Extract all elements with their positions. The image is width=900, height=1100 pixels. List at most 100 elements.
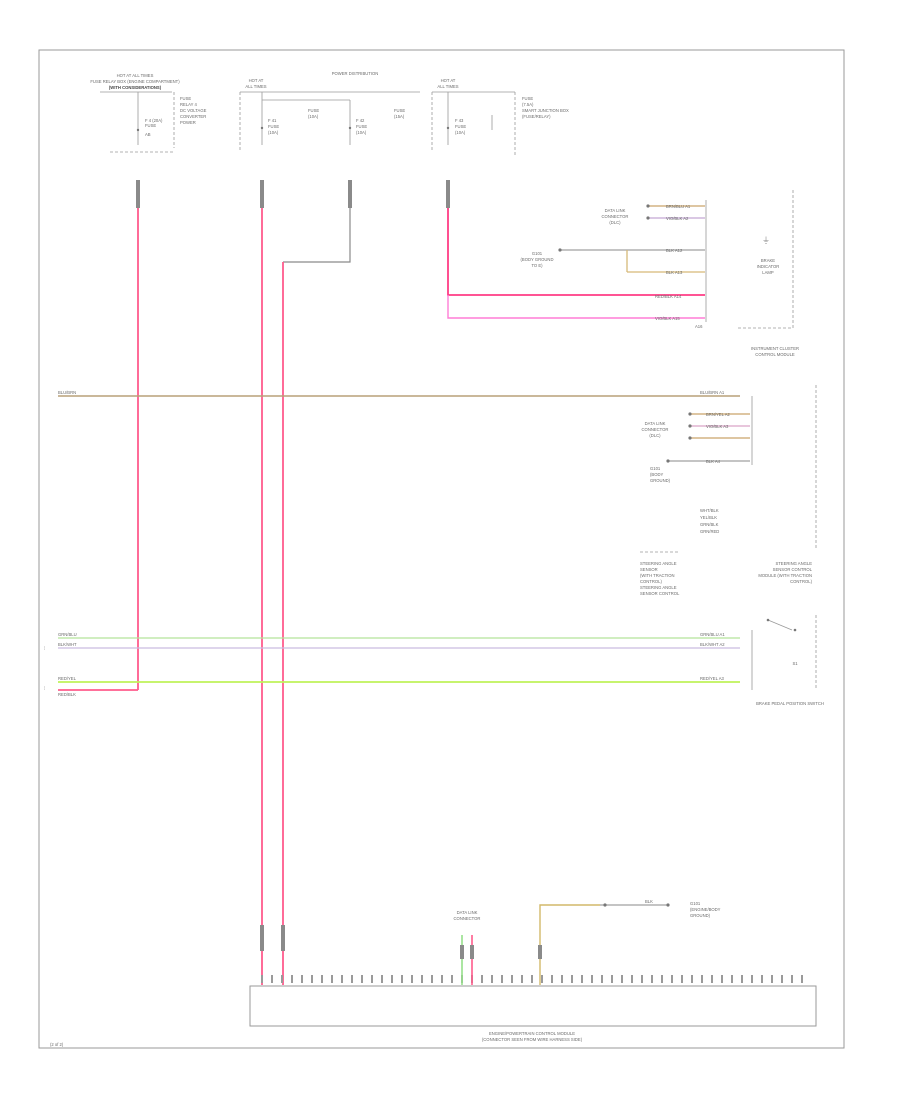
fb2-side-a: FUSE: [308, 108, 319, 113]
svg-text:ALL TIMES: ALL TIMES: [245, 84, 266, 89]
ecm-pin: [261, 975, 263, 983]
svg-text:GRN/BLU A1: GRN/BLU A1: [700, 632, 725, 637]
ecm-pin: [451, 975, 453, 983]
ecm-pin: [391, 975, 393, 983]
ecm-pin: [731, 975, 733, 983]
switch-name: BRAKE PEDAL POSITION SWITCH: [756, 701, 824, 706]
fb3-fuse: F 43: [455, 118, 464, 123]
left-label-5: RED/BLK: [58, 692, 76, 697]
fb2-fuse-a: F 41: [268, 118, 277, 123]
ecm-label-2: (CONNECTOR SEEN FROM WIRE HARNESS SIDE): [482, 1037, 583, 1042]
ic-pin-7: A16: [695, 324, 703, 329]
bm-inputs-label: DATA LINK: [645, 421, 666, 426]
left-label-4: RED/YEL: [58, 676, 77, 681]
svg-text:MODULE (WITH TRACTION: MODULE (WITH TRACTION: [758, 573, 812, 578]
svg-text:FUSE: FUSE: [356, 124, 367, 129]
page-footer: (2 of 2): [50, 1042, 64, 1047]
lamp-icon: ⏚: [762, 236, 770, 245]
svg-text:YEL/BLK: YEL/BLK: [700, 515, 717, 520]
ecm-pin: [561, 975, 563, 983]
svg-text:CONNECTOR: CONNECTOR: [642, 427, 669, 432]
ecm-right-label-1: G101: [690, 901, 701, 906]
svg-text:⁞: ⁞: [44, 646, 45, 652]
svg-text:BLK/WHT A2: BLK/WHT A2: [700, 642, 725, 647]
ecm-pin: [441, 975, 443, 983]
svg-text:FUSE: FUSE: [455, 124, 466, 129]
fb1-header-2: FUSE RELAY BOX (ENGINE COMPARTMENT): [90, 79, 180, 84]
ecm-pin: [761, 975, 763, 983]
ecm-pin: [601, 975, 603, 983]
ecm-pin: [791, 975, 793, 983]
svg-text:CONNECTOR: CONNECTOR: [602, 214, 629, 219]
fb2-header-1: HOT AT: [249, 78, 264, 83]
svg-text:(10A): (10A): [356, 130, 367, 135]
ecm-pin: [401, 975, 403, 983]
fuse-connectors: [136, 180, 450, 208]
svg-text:SENSOR CONTROL: SENSOR CONTROL: [773, 567, 813, 572]
ecm-pin: [651, 975, 653, 983]
svg-text:CONTROL): CONTROL): [640, 579, 662, 584]
svg-text:(DLC): (DLC): [609, 220, 621, 225]
svg-text:WHT/BLK: WHT/BLK: [700, 508, 719, 513]
svg-text:SMART JUNCTION BOX: SMART JUNCTION BOX: [522, 108, 569, 113]
svg-text:(10A): (10A): [455, 130, 466, 135]
ecm-pin: [611, 975, 613, 983]
fuse-block-2: HOT AT ALL TIMES POWER DISTRIBUTION F 41…: [239, 71, 420, 150]
ecm-splice: BLK: [645, 899, 653, 904]
ecm-connector: DATA LINK CONNECTOR BLK G101 (ENGINE/BOD…: [249, 899, 817, 1042]
ecm-pin: [741, 975, 743, 983]
fuse-block-3: HOT AT ALL TIMES F 43 FUSE (10A) FUSE (7…: [431, 78, 569, 155]
ecm-pin: [751, 975, 753, 983]
svg-text:GROUND): GROUND): [690, 913, 711, 918]
fb1-header-3: (WITH CONSIDERATIONS): [109, 85, 162, 90]
svg-text:DC VOLTAGE: DC VOLTAGE: [180, 108, 207, 113]
instrument-cluster: BRN/BLU A1 VIO/BLK A2 BLK A12 BLK A13 RE…: [521, 190, 799, 357]
svg-text:ALL TIMES: ALL TIMES: [437, 84, 458, 89]
bm-name: STEERING ANGLE: [775, 561, 812, 566]
left-label-2: GRN/BLU: [58, 632, 77, 637]
svg-text:(DLC): (DLC): [649, 433, 661, 438]
ecm-pin: [331, 975, 333, 983]
left-label-3: BLK/WHT: [58, 642, 77, 647]
svg-text:(10A): (10A): [308, 114, 319, 119]
ic-ground-label: G101: [532, 251, 543, 256]
svg-text:TO E): TO E): [531, 263, 543, 268]
svg-text:(WITH TRACTION: (WITH TRACTION: [640, 573, 675, 578]
svg-text:BLK A4: BLK A4: [706, 459, 721, 464]
ic-pin-5: RED/BLK A14: [655, 294, 682, 299]
body-module: BRN/YEL A2 VIO/BLK A3 BLK A4 DATA LINK C…: [640, 385, 817, 596]
ecm-pin: [551, 975, 553, 983]
ecm-pin: [691, 975, 693, 983]
ecm-pin: [781, 975, 783, 983]
svg-text:CONTROL): CONTROL): [790, 579, 812, 584]
svg-text:AB: AB: [145, 132, 151, 137]
ecm-pin: [631, 975, 633, 983]
fb1-fuse-1: F 4 (20A): [145, 118, 163, 123]
ecm-pin: [511, 975, 513, 983]
svg-text:CONVERTER: CONVERTER: [180, 114, 206, 119]
ecm-pin: [581, 975, 583, 983]
svg-text:BLU/BRN A1: BLU/BRN A1: [700, 390, 725, 395]
svg-text:(BODY GROUND: (BODY GROUND: [521, 257, 554, 262]
ecm-pin: [341, 975, 343, 983]
ecm-pin: [481, 975, 483, 983]
fuse-block-1: HOT AT ALL TIMES FUSE RELAY BOX (ENGINE …: [90, 73, 207, 153]
svg-text:⁞: ⁞: [44, 686, 45, 692]
ecm-pin: [311, 975, 313, 983]
ic-pin-6: VIO/BLK A15: [655, 316, 680, 321]
ecm-pin: [711, 975, 713, 983]
ic-pin-3: BLK A12: [666, 248, 683, 253]
ecm-pin: [531, 975, 533, 983]
fb3-side: FUSE: [522, 96, 533, 101]
svg-text:(10A): (10A): [268, 130, 279, 135]
svg-text:(BODY: (BODY: [650, 472, 663, 477]
ecm-pin: [701, 975, 703, 983]
fb2-header-3: POWER DISTRIBUTION: [332, 71, 379, 76]
svg-text:RED/YEL A3: RED/YEL A3: [700, 676, 724, 681]
ecm-pin: [271, 975, 273, 983]
diagram-border: [38, 49, 845, 1049]
svg-text:POWER: POWER: [180, 120, 196, 125]
svg-text:GRN/RED: GRN/RED: [700, 529, 719, 534]
svg-text:INDICATOR: INDICATOR: [757, 264, 780, 269]
